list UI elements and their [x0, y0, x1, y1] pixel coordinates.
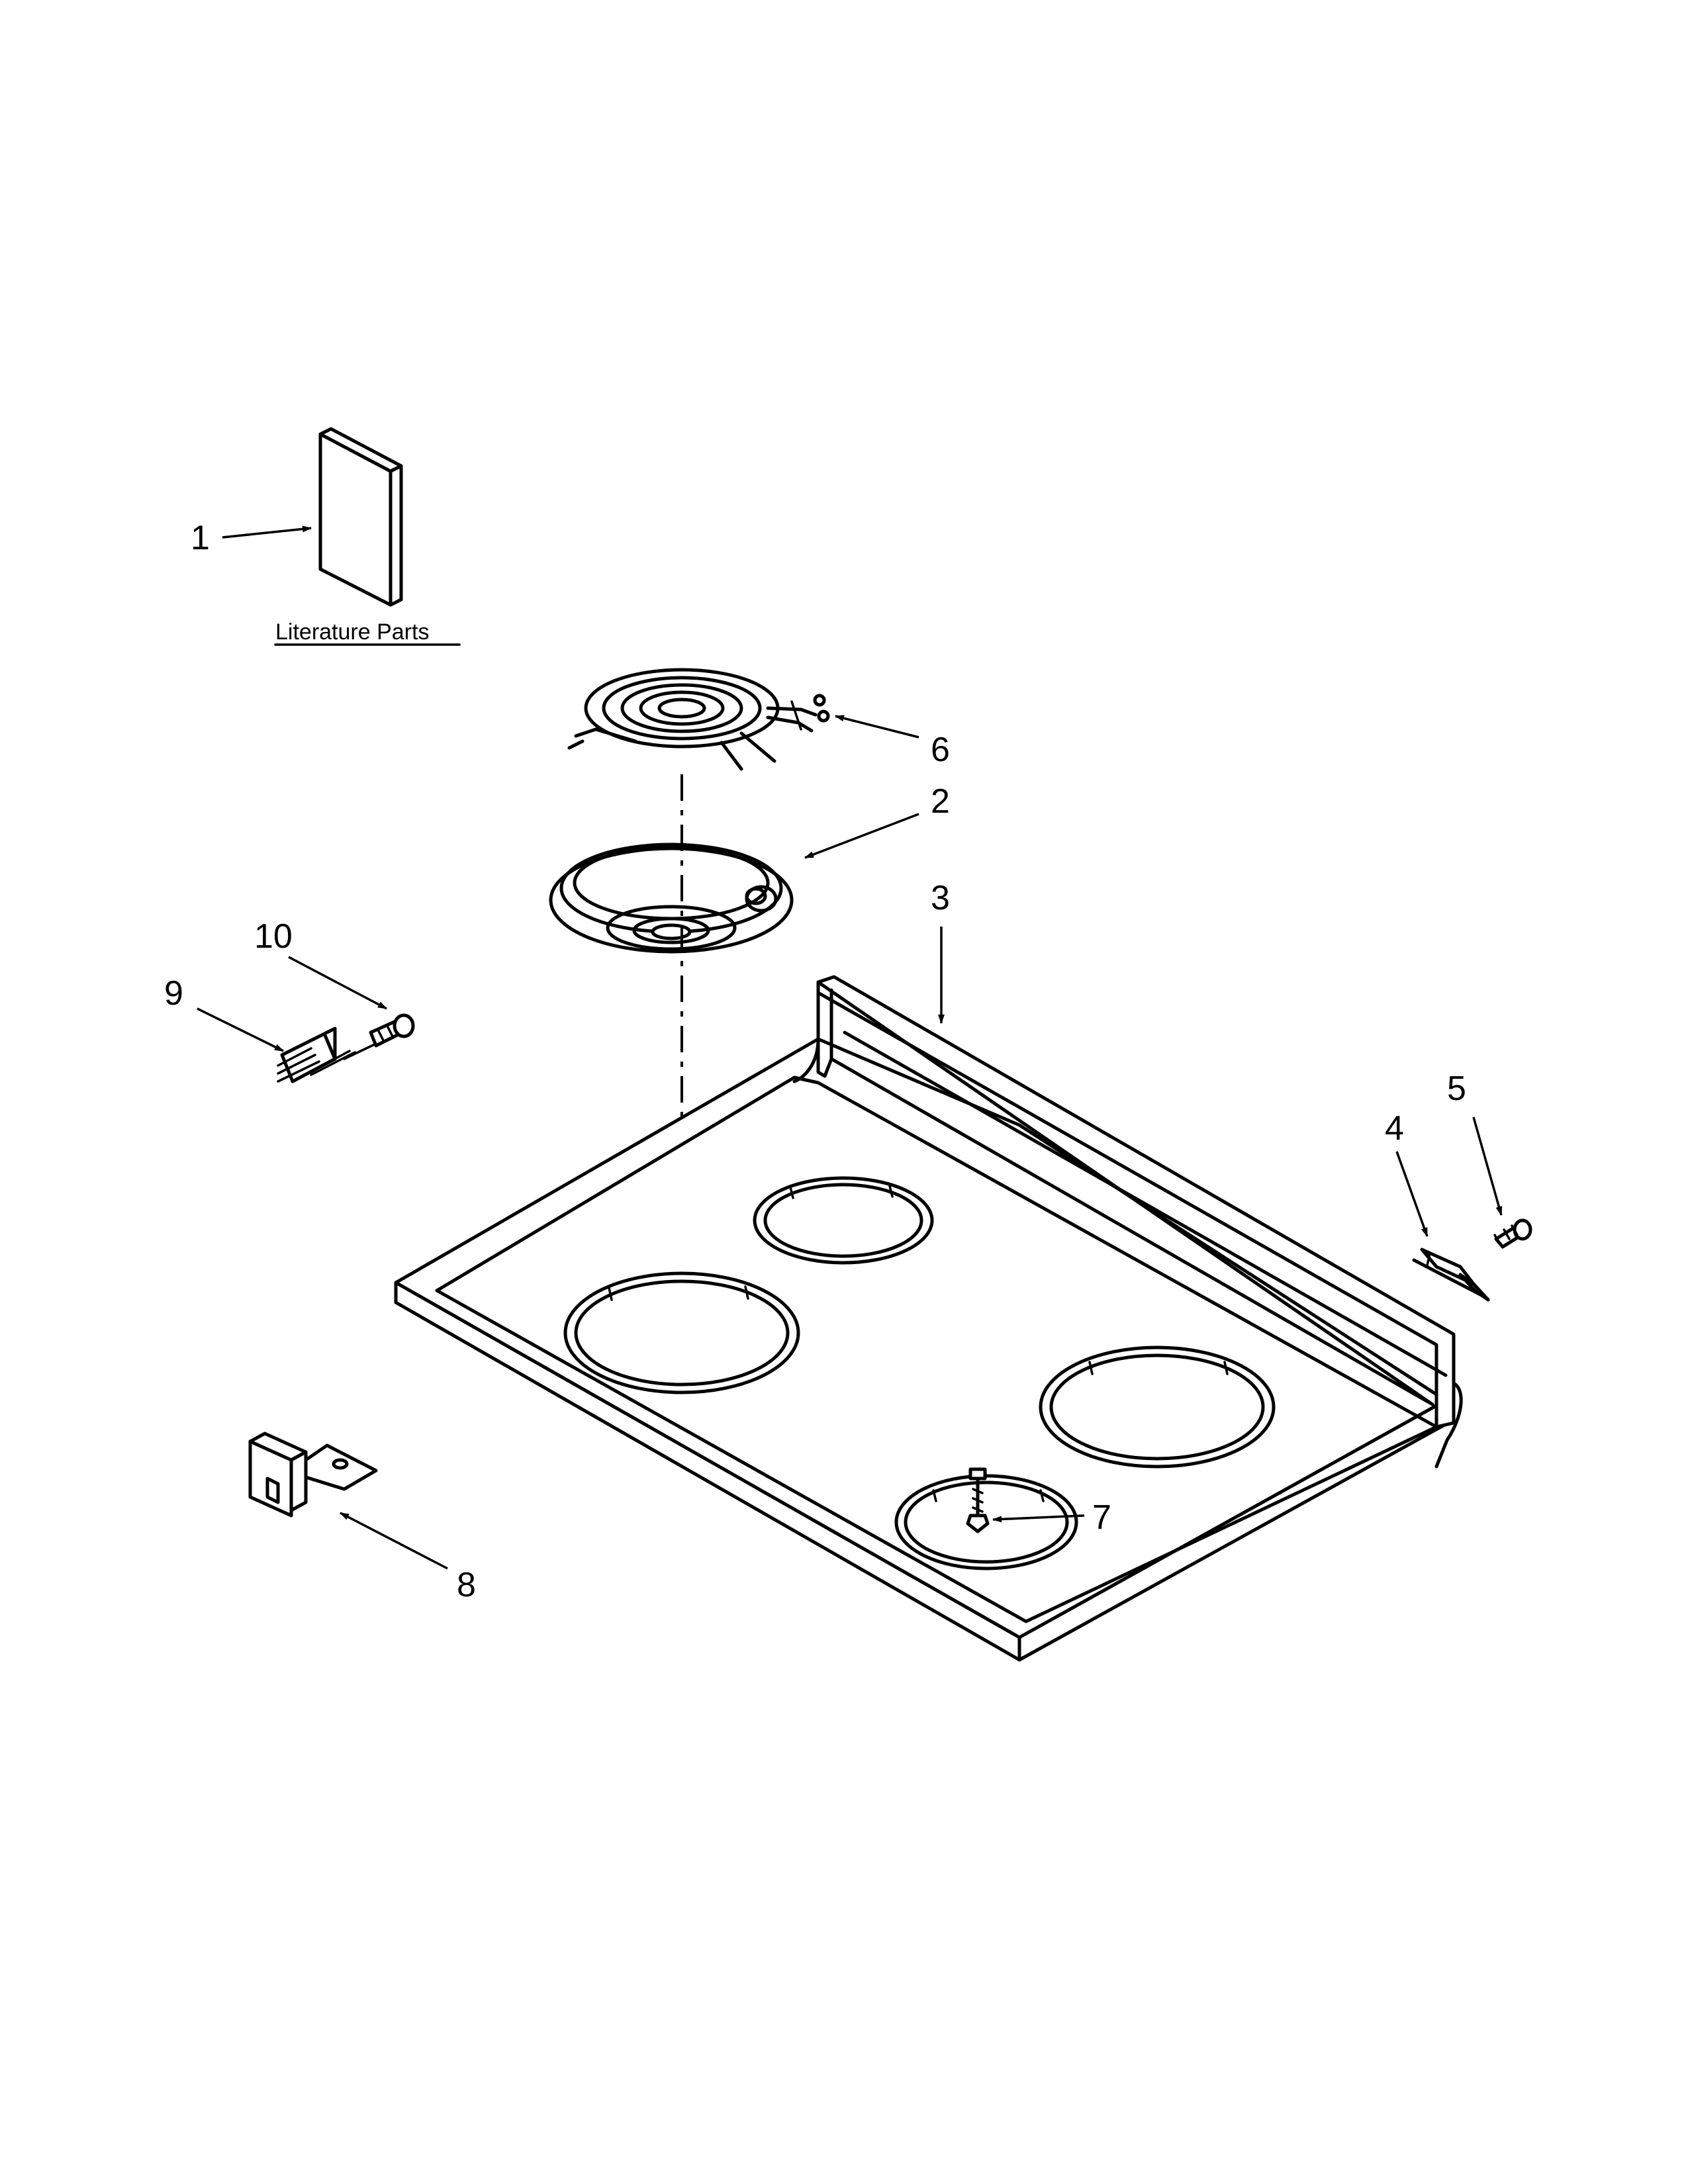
callout-9: 9: [164, 974, 183, 1013]
terminal-part-9: [277, 1026, 356, 1083]
leader-2: [804, 813, 919, 859]
leader-8: [340, 1512, 448, 1570]
burner-opening-right-rear: [1039, 1345, 1276, 1469]
callout-1: 1: [191, 519, 210, 557]
leader-7: [992, 1514, 1085, 1523]
bracket-part-4: [1412, 1248, 1490, 1302]
surface-element-coil: [567, 668, 830, 771]
screw-part-7: [966, 1467, 990, 1533]
leader-10: [288, 956, 387, 1010]
screw-part-10: [343, 1013, 415, 1060]
burner-opening-left-front: [563, 1271, 800, 1394]
leader-4: [1395, 1151, 1429, 1237]
literature-parts-label: Literature Parts: [275, 619, 429, 645]
callout-7: 7: [1092, 1498, 1111, 1537]
callout-5: 5: [1447, 1069, 1466, 1108]
cooktop: [394, 975, 1463, 1662]
leader-1: [222, 525, 312, 539]
callout-3: 3: [931, 879, 950, 917]
leader-5: [1472, 1116, 1503, 1216]
callout-6: 6: [931, 731, 950, 769]
drip-bowl: [549, 842, 794, 954]
callout-2: 2: [931, 782, 950, 821]
leader-9: [197, 1007, 284, 1052]
leader-6: [835, 715, 919, 739]
burner-opening-left-rear: [753, 1176, 934, 1265]
screw-part-5: [1493, 1218, 1532, 1249]
bracket-part-8: [248, 1432, 378, 1518]
callout-10: 10: [254, 917, 293, 956]
literature-booklet: [318, 427, 403, 607]
callout-4: 4: [1385, 1109, 1404, 1148]
callout-8: 8: [457, 1566, 476, 1604]
